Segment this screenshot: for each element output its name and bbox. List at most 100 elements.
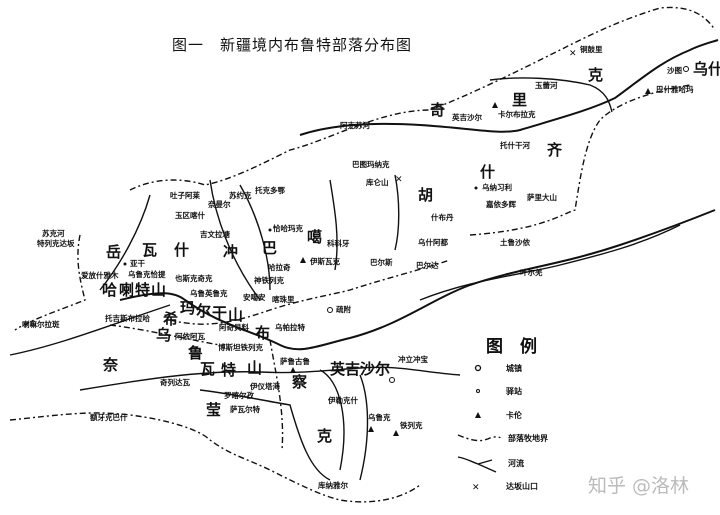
- region-char: 克: [317, 427, 332, 445]
- place-label: 托吉斯布拉哈: [105, 313, 150, 323]
- place-label: 冲立冲宝: [398, 354, 428, 364]
- watermark: 知乎 @洛林: [588, 475, 689, 497]
- region-char: 特: [135, 281, 150, 299]
- place-label: 英吉沙尔: [452, 112, 482, 122]
- legend-title: 图 例: [486, 336, 537, 357]
- place-label: 亚干: [130, 259, 145, 268]
- place-label: 沙图: [667, 66, 682, 75]
- place-label: 也斯克奇克: [175, 273, 213, 283]
- boundary-inner-3: [109, 324, 221, 346]
- karun-icon: [645, 88, 651, 94]
- river-toshgan: [419, 224, 681, 301]
- region-char: 瓦: [142, 241, 157, 259]
- place-label: 吐子阿莱: [170, 190, 200, 200]
- karun-icon: [368, 426, 374, 432]
- town-icon: [683, 66, 689, 72]
- river-south: [79, 366, 461, 391]
- place-label: 阿依阿瓦: [175, 331, 205, 341]
- region-char: 特: [221, 361, 236, 379]
- region-char: 鲁: [188, 344, 203, 362]
- river-trib-1: [209, 179, 261, 301]
- place-label: 奈曼尔: [207, 199, 231, 209]
- place-label: 乌鲁英鲁克: [190, 288, 228, 298]
- pass-icon: ✕: [395, 175, 403, 185]
- region-char: 喇: [119, 281, 134, 299]
- place-label: 乌鲁克恰提: [128, 269, 166, 279]
- karun-icon: [290, 367, 296, 373]
- karun-icon: [492, 102, 498, 108]
- place-label: 萨里大山: [527, 192, 557, 202]
- river-aksu: [299, 39, 719, 136]
- legend-label: 河流: [508, 458, 524, 468]
- river-yengisar: [199, 389, 331, 481]
- town-icon: [474, 364, 482, 372]
- place-label: 阿克苏河: [340, 120, 370, 130]
- karun-icon: [475, 412, 481, 418]
- place-label: 巴尔达: [416, 260, 439, 270]
- place-label: 库纳雅尔: [318, 480, 348, 490]
- place-label: 玉蕾河: [535, 80, 558, 90]
- place-label: 疏附: [336, 304, 351, 314]
- place-label: 英吉沙尔: [330, 360, 390, 378]
- region-char: 尔: [196, 302, 211, 320]
- station-icon: [123, 262, 127, 266]
- place-label: 喀珠里: [272, 294, 295, 304]
- town-icon: [389, 377, 395, 383]
- region-char: 什: [480, 163, 495, 181]
- karun-icon: [300, 257, 306, 263]
- region-char: 里: [512, 91, 527, 109]
- place-labels: 卡尔布拉克 玉蕾河 阿克苏河 托什干河 巴什雅哈玛 沙图 乌什 铜鼓里 英吉沙尔…: [22, 44, 720, 490]
- region-char: 察: [291, 373, 308, 391]
- place-label: 博斯坦铁列克: [218, 342, 263, 352]
- legend-label: 卡伦: [506, 410, 523, 420]
- river-yuleng: [489, 77, 613, 113]
- place-label: 伊勒克什: [327, 395, 358, 405]
- region-char: 奈: [102, 356, 119, 374]
- place-label: 乌什: [693, 60, 720, 78]
- river-main: [119, 209, 716, 351]
- place-label: 爱放什雅木: [81, 270, 119, 280]
- river-west: [9, 304, 171, 356]
- place-label: 乌鲁克: [368, 412, 391, 422]
- place-label: 铁列克: [400, 420, 423, 430]
- place-label: 吉文拉塘: [200, 229, 230, 239]
- tribal-boundary-icon: [457, 434, 501, 442]
- region-char: 莹: [206, 401, 221, 419]
- place-label: 伊斯瓦克: [309, 256, 340, 266]
- river-trib-7: [329, 179, 338, 271]
- place-label: 巴尔斯: [370, 257, 393, 267]
- place-label: 特列克达坂: [37, 238, 75, 248]
- legend-label: 驿站: [506, 386, 522, 396]
- place-label: 托什干河: [500, 140, 530, 150]
- region-char: 哈: [102, 281, 117, 299]
- place-label: 乌纳习利: [482, 182, 512, 192]
- river-trib-2: [239, 184, 271, 291]
- place-label: 铜鼓里: [580, 44, 603, 54]
- region-char: 什: [174, 241, 189, 259]
- place-label: 叶尔羌: [520, 267, 543, 277]
- region-char: 岳: [106, 243, 121, 261]
- region-char: 胡: [418, 186, 433, 204]
- place-label: 奇列达瓦: [160, 377, 190, 387]
- place-label: 乌帕拉特: [275, 322, 305, 332]
- legend-label: 部落牧地界: [508, 433, 549, 443]
- place-label: 额牙克巴什: [90, 412, 128, 422]
- station-icon: [268, 228, 272, 232]
- legend: 图 例 城镇 驿站 卡伦 部落牧地界 河流 ✕ 达坂山口: [457, 336, 549, 493]
- region-char: 布: [255, 324, 270, 342]
- station-icon: [476, 389, 480, 393]
- region-char: 玛: [180, 299, 195, 317]
- map-symbols: ✕ ✕: [123, 49, 689, 436]
- place-label: 库仑山: [366, 177, 389, 187]
- region-char: 奇: [430, 101, 445, 119]
- place-label: 土鲁沙依: [500, 237, 530, 247]
- region-char: 山: [151, 281, 166, 299]
- region-labels: 奇 里 克 岳 瓦 什 冲 巴 噶 什 齐 胡 希 布 察 克 奈 乌 鲁 瓦 …: [102, 66, 603, 445]
- boundary-north: [129, 6, 716, 191]
- region-char: 冲: [223, 243, 238, 261]
- place-label: 乌什阿都: [418, 237, 448, 247]
- place-label: 玉区喀什: [175, 210, 205, 220]
- pass-icon: ✕: [472, 483, 480, 493]
- place-label: 萨瓦尔特: [230, 404, 260, 414]
- boundary-inner-2: [269, 339, 284, 451]
